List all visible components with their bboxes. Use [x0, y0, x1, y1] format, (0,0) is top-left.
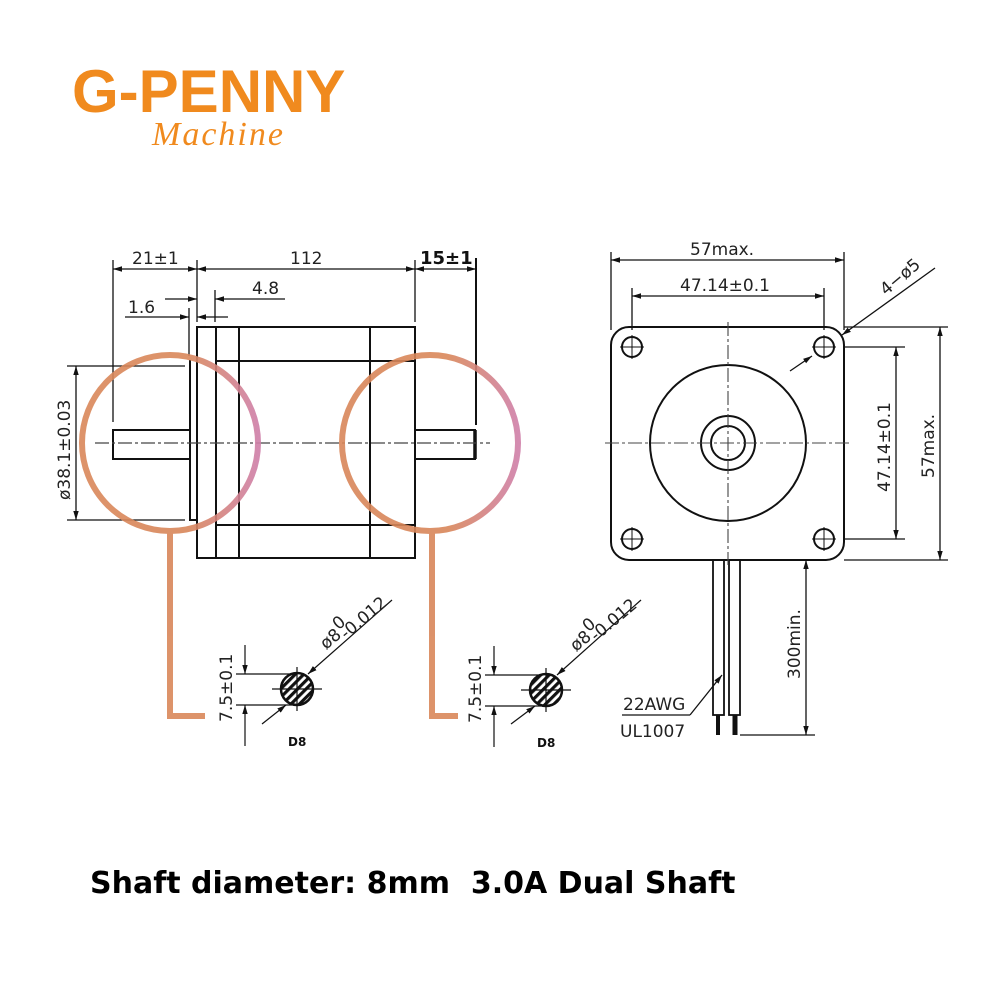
dim-hole-spacing-h: 47.14±0.1 — [680, 276, 770, 296]
dim-boss-height: 1.6 — [128, 298, 155, 318]
brand-tagline: Machine — [152, 116, 285, 153]
shaft-section-right: 7.5±0.1 ø8 0 -0.012 D8 — [466, 595, 642, 750]
dim-height: 57max. — [919, 414, 939, 478]
wire-gauge: 22AWG — [623, 695, 685, 715]
dim-width: 57max. — [690, 240, 754, 260]
product-caption: Shaft diameter: 8mm 3.0A Dual Shaft — [90, 866, 736, 901]
section-label-left: D8 — [288, 735, 306, 749]
highlight-leader-rear — [429, 531, 458, 719]
side-dimension-labels: 21±1 112 15±1 4.8 1.6 ø38.1±0.03 — [55, 248, 473, 500]
dim-rear-shaft: 15±1 — [420, 248, 473, 269]
highlight-leader-front — [167, 531, 205, 719]
side-dimensions — [67, 258, 477, 521]
dim-flat-right: 7.5±0.1 — [466, 655, 486, 723]
dim-body-length: 112 — [290, 249, 322, 269]
section-label-right: D8 — [537, 736, 555, 750]
tol-lower-left: -0.012 — [336, 593, 391, 644]
dim-lead-length: 300min. — [785, 609, 805, 679]
front-center-lines — [605, 322, 850, 565]
front-dimensions — [610, 252, 948, 736]
shaft-section-left: 7.5±0.1 ø8 0 -0.012 D8 — [217, 593, 393, 749]
dim-boss-diameter: ø38.1±0.03 — [55, 400, 75, 500]
wire-spec: UL1007 — [620, 722, 685, 742]
dim-flange-offset: 4.8 — [252, 279, 279, 299]
dim-hole-spacing-v: 47.14±0.1 — [875, 402, 895, 492]
tol-lower-right: -0.012 — [586, 595, 641, 646]
shaft-highlights — [79, 352, 521, 719]
dim-front-shaft: 21±1 — [132, 249, 179, 269]
brand-logo: G-PENNY Machine — [72, 58, 346, 154]
dim-flat-left: 7.5±0.1 — [217, 654, 237, 722]
brand-name: G-PENNY — [72, 58, 346, 125]
front-dimension-labels: 57max. 47.14±0.1 4−ø5 47.14±0.1 57max. 3… — [620, 240, 939, 742]
